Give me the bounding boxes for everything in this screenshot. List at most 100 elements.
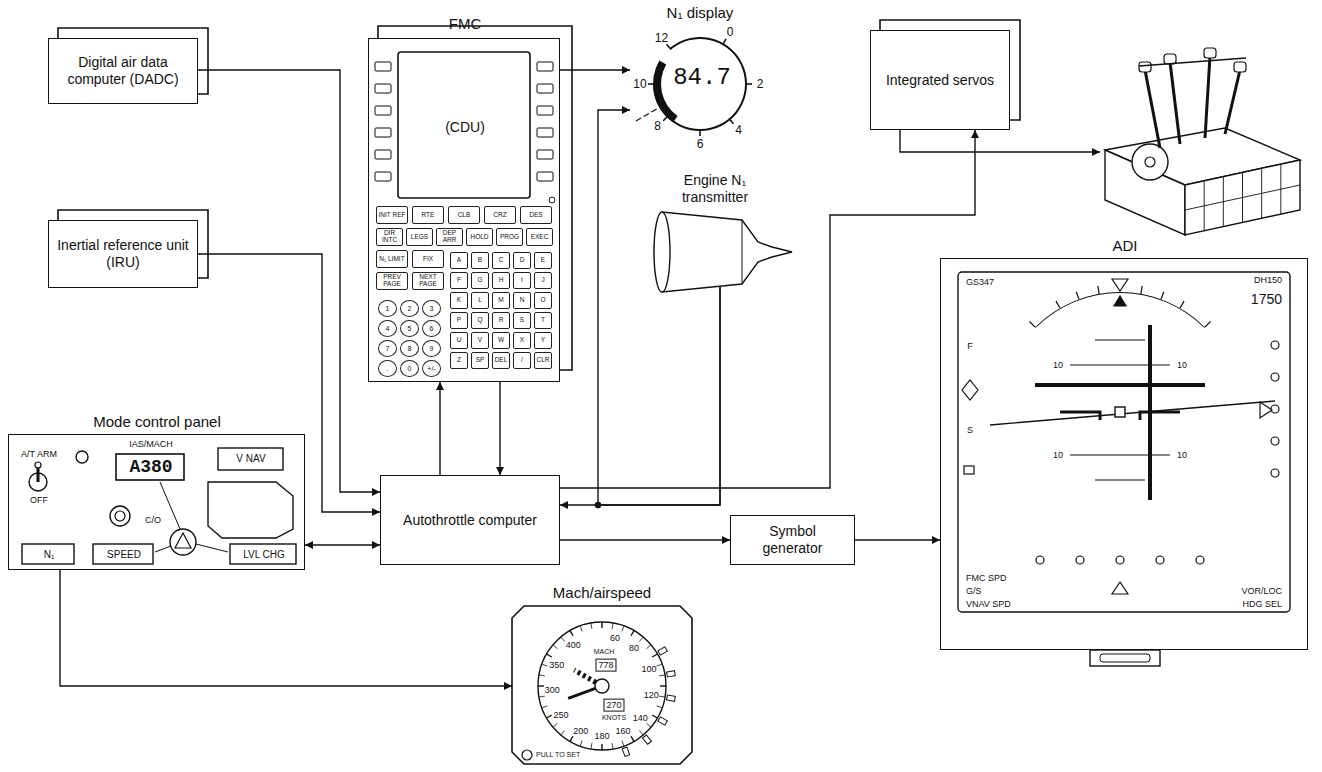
lever-knob bbox=[1164, 54, 1176, 64]
airspeed-tick bbox=[639, 637, 643, 642]
dial-hub bbox=[595, 679, 609, 693]
speed-bug bbox=[667, 695, 676, 701]
adi-knob bbox=[1100, 654, 1150, 662]
airspeed-marking: 400 bbox=[566, 640, 581, 651]
mcp-panel-plate bbox=[208, 482, 293, 538]
signal-connector bbox=[560, 69, 630, 70]
cdu-key: 1 bbox=[378, 300, 397, 317]
cdu-key: Q bbox=[471, 312, 489, 329]
airspeed-tick bbox=[542, 706, 548, 708]
line-select-key bbox=[375, 128, 391, 137]
cdu-key: 8 bbox=[400, 340, 419, 357]
at-arm-knob bbox=[35, 462, 41, 468]
lvl-chg-button bbox=[230, 544, 296, 564]
cdu-key: Y bbox=[534, 332, 552, 349]
n1-tick bbox=[648, 83, 655, 85]
airspeed-tick bbox=[631, 736, 634, 741]
adi-annotation: DH150 bbox=[1254, 275, 1282, 286]
symbol-generator-box: Symbol generator bbox=[730, 515, 855, 565]
airspeed-marking: 180 bbox=[594, 731, 609, 742]
roll-scale bbox=[1035, 292, 1205, 328]
signal-connector bbox=[439, 382, 440, 475]
roll-tick bbox=[1056, 301, 1060, 308]
engine-core-line bbox=[742, 220, 743, 284]
n1-tick bbox=[667, 44, 672, 49]
airspeed-marking: PULL TO SET bbox=[536, 751, 580, 759]
signal-connector bbox=[855, 539, 940, 540]
quadrant-grid bbox=[1185, 185, 1300, 210]
line-select-key bbox=[375, 84, 391, 93]
cdu-key: B bbox=[471, 252, 489, 269]
dial-number: 10 bbox=[633, 77, 646, 91]
cdu-key: / bbox=[513, 352, 531, 369]
roll-tick bbox=[1098, 286, 1099, 294]
node-heading: N₁ display bbox=[667, 4, 734, 22]
localizer-dot bbox=[1036, 556, 1044, 564]
n1-tick bbox=[699, 129, 701, 136]
engine-transmitter: Engine N₁ transmitter bbox=[640, 172, 790, 286]
quadrant-drum bbox=[1132, 144, 1168, 180]
horizon-line bbox=[990, 401, 1275, 425]
fd-roll-bar bbox=[1148, 325, 1152, 500]
cdu-key: T bbox=[534, 312, 552, 329]
cdu-key: O bbox=[534, 292, 552, 309]
node-label: Inertial reference unit (IRU) bbox=[49, 237, 197, 271]
dadc-box: Digital air data computer (DADC) bbox=[48, 38, 198, 104]
cdu-key: Z bbox=[450, 352, 468, 369]
cdu-key: M bbox=[492, 292, 510, 309]
airspeed-tick bbox=[539, 696, 545, 697]
signal-connector bbox=[598, 110, 720, 505]
n1-pointer bbox=[634, 109, 657, 122]
airspeed-marking: 350 bbox=[549, 659, 564, 670]
node-label: Integrated servos bbox=[871, 72, 1009, 89]
signal-connector bbox=[560, 539, 730, 540]
cdu-key: X bbox=[513, 332, 531, 349]
adi-annotation: 10 bbox=[1177, 360, 1187, 371]
airspeed-tick bbox=[580, 626, 582, 632]
engine-inlet bbox=[654, 212, 670, 292]
airspeed-marking: 300 bbox=[545, 685, 560, 696]
node-label: Autothrottle computer bbox=[381, 512, 559, 529]
airspeed-tick bbox=[580, 741, 582, 747]
line-select-key bbox=[375, 106, 391, 115]
cdu-key: I bbox=[513, 272, 531, 289]
airspeed-marking: 270 bbox=[603, 699, 624, 712]
roll-index bbox=[1112, 279, 1128, 291]
cdu-key: A bbox=[450, 252, 468, 269]
line-select-key bbox=[375, 62, 391, 71]
n1-tick bbox=[723, 39, 727, 45]
node-label: SPEED bbox=[107, 549, 141, 561]
airspeed-marking: 160 bbox=[616, 726, 631, 737]
airspeed-marking: 60 bbox=[610, 632, 620, 643]
quadrant-side bbox=[1185, 160, 1300, 235]
airspeed-tick bbox=[622, 741, 624, 747]
signal-connector bbox=[499, 382, 500, 475]
cdu-key: N₁ LIMIT bbox=[376, 250, 408, 268]
cdu-key: PROG bbox=[496, 228, 523, 246]
airspeed-needle bbox=[568, 688, 595, 698]
node-label: (CDU) bbox=[445, 119, 485, 136]
glideslope-pointer bbox=[1260, 402, 1272, 418]
cdu-key: 7 bbox=[378, 340, 397, 357]
cdu-key: SP bbox=[471, 352, 489, 369]
node-label: A380 bbox=[129, 457, 172, 479]
speed-diamond bbox=[962, 380, 978, 400]
speed-knob-mark bbox=[175, 533, 191, 548]
lever-knob bbox=[1204, 48, 1216, 58]
signal-connector bbox=[198, 254, 380, 512]
pitch-line bbox=[1095, 480, 1145, 481]
adi-annotation: VNAV SPD bbox=[966, 599, 1011, 610]
thrust-lever bbox=[1145, 70, 1160, 148]
quadrant-front bbox=[1105, 150, 1185, 235]
airspeed-marking: 120 bbox=[644, 689, 659, 700]
roll-tick bbox=[1141, 286, 1142, 294]
signal-connector bbox=[60, 570, 512, 686]
airspeed-tick bbox=[601, 622, 602, 628]
dial-number: 4 bbox=[735, 123, 742, 137]
dial-number: 84.7 bbox=[673, 64, 731, 93]
n1-tick bbox=[729, 118, 734, 123]
signal-connector bbox=[560, 130, 975, 488]
cdu-key: E bbox=[534, 252, 552, 269]
